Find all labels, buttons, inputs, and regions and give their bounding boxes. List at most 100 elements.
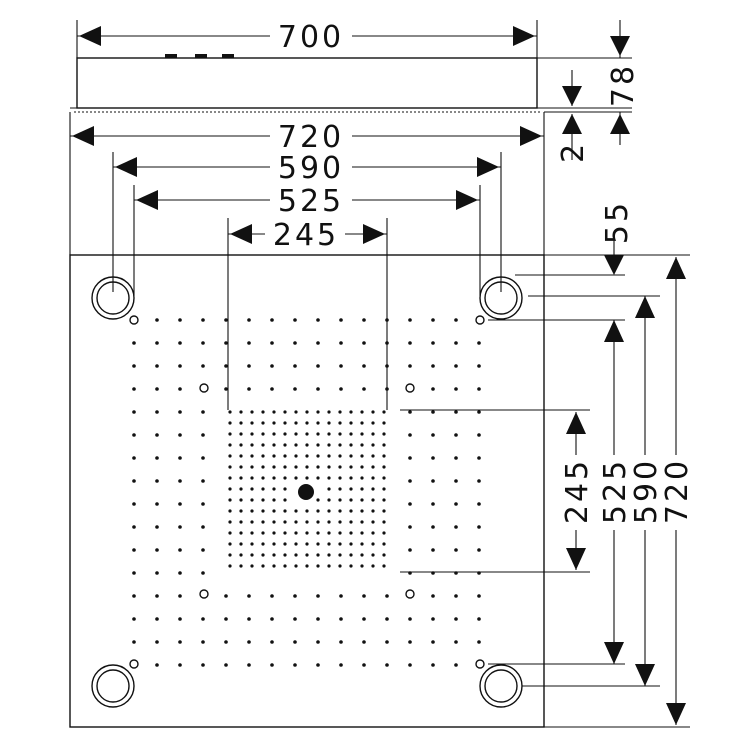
- nozzle: [338, 454, 342, 458]
- nozzle: [316, 421, 320, 425]
- nozzle: [431, 364, 435, 368]
- label-v-spray: 525: [598, 458, 633, 524]
- fixing-screws: [129, 315, 485, 669]
- nozzle: [293, 387, 297, 391]
- nozzle: [362, 387, 366, 391]
- nozzle: [327, 542, 331, 546]
- nozzle: [305, 520, 309, 524]
- nozzle: [201, 479, 205, 483]
- nozzle: [349, 432, 353, 436]
- nozzle: [360, 553, 364, 557]
- nozzle: [349, 487, 353, 491]
- nozzle: [454, 548, 458, 552]
- nozzle: [382, 410, 386, 414]
- nozzle: [293, 318, 297, 322]
- nozzle: [454, 640, 458, 644]
- nozzle: [283, 553, 287, 557]
- nozzle: [477, 525, 481, 529]
- screw: [199, 383, 209, 393]
- nozzle: [338, 498, 342, 502]
- nozzle: [431, 640, 435, 644]
- nozzle: [239, 410, 243, 414]
- nozzle: [132, 617, 136, 621]
- nozzle: [239, 531, 243, 535]
- nozzle: [454, 433, 458, 437]
- nozzle: [327, 509, 331, 513]
- nozzle: [272, 476, 276, 480]
- dimension-outer-width: 720: [70, 120, 544, 155]
- nozzle: [270, 663, 274, 667]
- ring-top-left: [91, 276, 135, 320]
- nozzle: [477, 387, 481, 391]
- nozzle: [261, 410, 265, 414]
- nozzle: [178, 571, 182, 575]
- nozzle: [327, 531, 331, 535]
- nozzle: [339, 387, 343, 391]
- nozzle: [283, 410, 287, 414]
- nozzle: [239, 564, 243, 568]
- nozzle: [247, 663, 251, 667]
- nozzle: [360, 454, 364, 458]
- label-v-outer: 720: [660, 458, 695, 524]
- nozzle: [454, 502, 458, 506]
- nozzle: [132, 456, 136, 460]
- nozzle: [382, 564, 386, 568]
- nozzle: [261, 542, 265, 546]
- nozzle: [294, 432, 298, 436]
- nozzle: [247, 341, 251, 345]
- nozzle: [382, 498, 386, 502]
- nozzle: [283, 487, 287, 491]
- nozzle: [477, 548, 481, 552]
- nozzle: [349, 509, 353, 513]
- nozzle: [272, 465, 276, 469]
- nozzle: [408, 663, 412, 667]
- nozzle: [239, 487, 243, 491]
- nozzle: [362, 617, 366, 621]
- nozzle: [371, 498, 375, 502]
- nozzle: [349, 520, 353, 524]
- nozzle: [283, 454, 287, 458]
- nozzle: [228, 421, 232, 425]
- nozzle: [228, 553, 232, 557]
- nozzle: [201, 364, 205, 368]
- nozzle: [239, 476, 243, 480]
- nozzle: [371, 531, 375, 535]
- nozzle: [371, 454, 375, 458]
- nozzle: [294, 465, 298, 469]
- nozzle: [349, 410, 353, 414]
- nozzle: [431, 456, 435, 460]
- nozzle: [155, 456, 159, 460]
- nozzle: [338, 487, 342, 491]
- nozzle: [327, 432, 331, 436]
- nozzle: [477, 617, 481, 621]
- nozzle: [294, 421, 298, 425]
- nozzle: [385, 640, 389, 644]
- nozzle: [250, 465, 254, 469]
- nozzle: [272, 553, 276, 557]
- nozzle: [305, 410, 309, 414]
- nozzle: [316, 663, 320, 667]
- nozzle: [431, 617, 435, 621]
- nozzle: [201, 525, 205, 529]
- nozzle: [155, 364, 159, 368]
- dimension-center-width: 245: [227, 218, 388, 410]
- nozzle: [371, 432, 375, 436]
- nozzle: [382, 476, 386, 480]
- nozzle: [239, 553, 243, 557]
- nozzle: [228, 564, 232, 568]
- nozzle: [316, 564, 320, 568]
- nozzle: [316, 520, 320, 524]
- nozzle: [201, 502, 205, 506]
- nozzle: [316, 465, 320, 469]
- nozzle: [316, 432, 320, 436]
- nozzle: [224, 341, 228, 345]
- nozzle: [294, 509, 298, 513]
- label-corner-offset: 55: [600, 200, 635, 244]
- nozzle: [294, 553, 298, 557]
- screw: [405, 589, 415, 599]
- nozzle: [477, 433, 481, 437]
- nozzle: [224, 640, 228, 644]
- nozzle: [224, 617, 228, 621]
- nozzle: [239, 509, 243, 513]
- nozzle: [338, 443, 342, 447]
